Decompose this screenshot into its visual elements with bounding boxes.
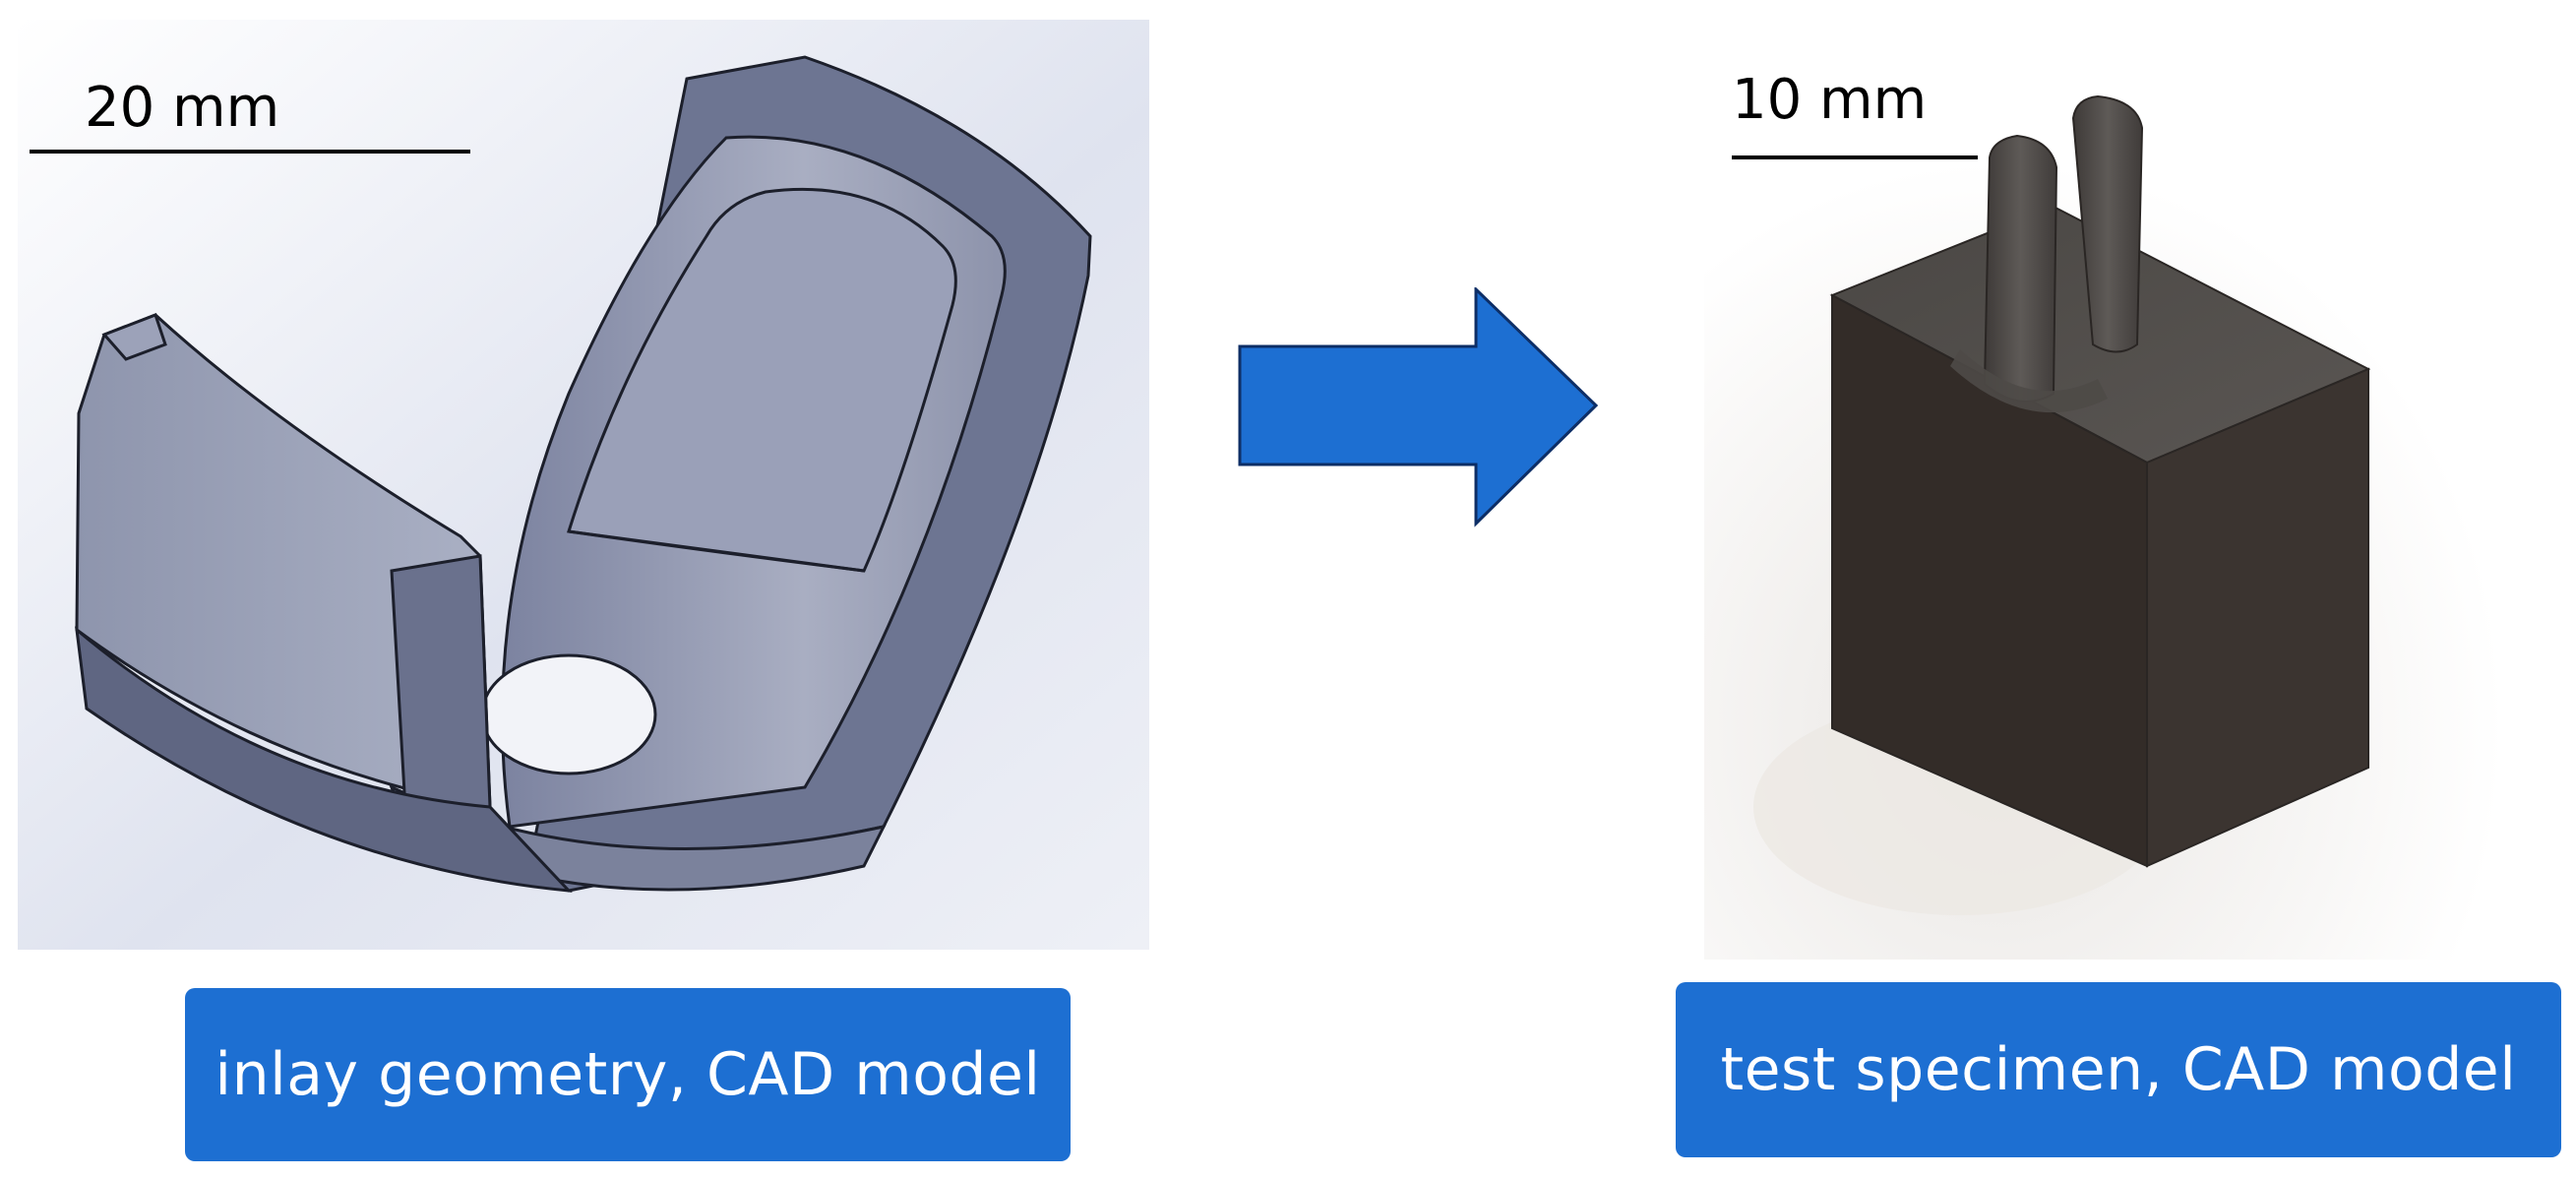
arrow-shape <box>1238 287 1599 527</box>
inlay-corner-pillar <box>390 554 492 829</box>
specimen-fin-base <box>1950 349 2108 413</box>
caption-inlay: inlay geometry, CAD model <box>185 988 1071 1161</box>
specimen-front-fin <box>1983 134 2058 403</box>
inlay-hole <box>480 653 657 775</box>
specimen-cad-render: 10 mm <box>1704 20 2545 960</box>
right-arrow-icon <box>1238 287 1602 533</box>
specimen-right-face <box>2146 367 2369 868</box>
specimen-back-fin <box>2071 94 2144 353</box>
inlay-cad-render: 20 mm <box>18 20 1149 950</box>
right-arrow-svg <box>1238 287 1599 527</box>
scale-bar-label-left: 20 mm <box>85 76 279 140</box>
specimen-render-svg: 10 mm <box>1704 20 2545 960</box>
inlay-render-svg: 20 mm <box>18 20 1149 950</box>
inlay-base <box>75 626 573 893</box>
caption-specimen: test specimen, CAD model <box>1676 982 2561 1157</box>
inlay-edge <box>568 529 865 573</box>
inlay-front-lip <box>101 313 167 361</box>
scale-bar-label-right: 10 mm <box>1732 68 1927 132</box>
